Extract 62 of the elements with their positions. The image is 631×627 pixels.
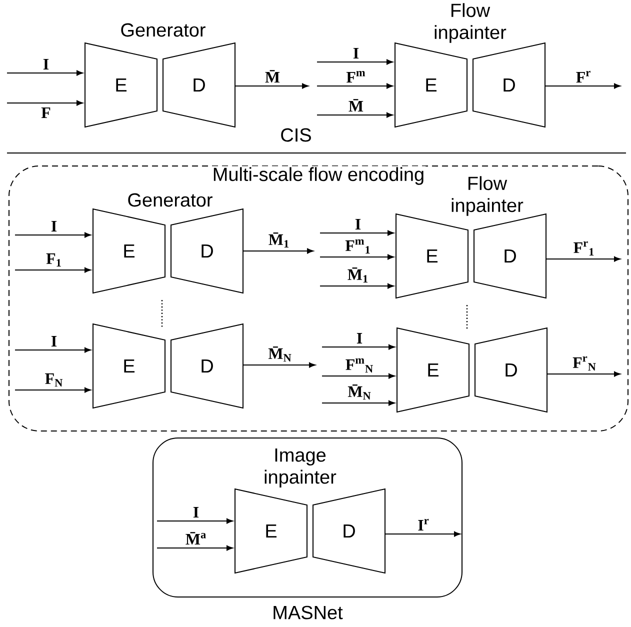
arrow: [320, 283, 394, 289]
edge-label: M̄: [264, 69, 282, 84]
decoder-trapezoid: D: [312, 488, 386, 574]
arrow: [316, 59, 393, 65]
edge-label: F$_{N}$: [44, 372, 64, 388]
decoder-trapezoid: D: [170, 323, 244, 409]
arrow: [14, 387, 91, 393]
module-title: Generator: [121, 23, 206, 37]
edge-label: F$_{1}$: [45, 252, 63, 268]
arrow: [14, 347, 91, 353]
edge-label: F$^{r}$N: [572, 355, 598, 372]
arrow: [243, 248, 314, 254]
edge-label: I: [50, 220, 58, 232]
arrow: [546, 256, 620, 262]
arrow: [243, 362, 316, 368]
decoder-trapezoid: D: [472, 42, 546, 128]
arrow: [14, 232, 91, 238]
edge-label: M̄$^{a}$: [184, 531, 208, 546]
edge-label: M̄$_{1}$: [267, 231, 291, 248]
arrow: [547, 371, 620, 377]
edge-label: I$^{r}$: [416, 518, 430, 532]
arrow: [320, 230, 394, 236]
module-title: Flow inpainter: [452, 176, 524, 216]
arrow: [316, 83, 393, 89]
edge-label: F$^{m}$N: [344, 357, 375, 374]
edge-label: I: [355, 332, 364, 344]
edge-label: F$^{r}$1: [572, 240, 596, 256]
module-title: CIS: [281, 128, 311, 142]
arrow: [322, 344, 395, 350]
arrow: [6, 100, 83, 106]
edge-label: F$^{m}$1: [344, 238, 372, 254]
module-title: Image inpainter: [264, 448, 336, 488]
edge-label: M̄$_{N}$: [346, 383, 372, 400]
node-label: MASNet: [274, 606, 343, 620]
arrow: [316, 112, 393, 118]
edge-label: I: [50, 335, 58, 348]
arrow: [235, 83, 308, 89]
decoder-trapezoid: D: [162, 42, 236, 128]
edge-label: F: [40, 106, 52, 119]
arrow: [156, 518, 233, 524]
arrow: [156, 545, 233, 551]
arrow: [322, 400, 395, 406]
decoder-trapezoid: D: [170, 208, 244, 294]
edge-label: F$^{r}$: [574, 70, 592, 84]
arrow: [14, 267, 91, 273]
module-title: Flow inpainter: [434, 3, 506, 43]
edge-label: M̄: [347, 98, 365, 112]
decoder-trapezoid: D: [474, 213, 546, 299]
arrow: [6, 70, 83, 76]
arrow: [320, 254, 394, 260]
edge-label: I: [352, 47, 360, 60]
edge-label: I: [354, 218, 362, 230]
edge-label: M̄$_{N}$: [267, 345, 293, 362]
edge-label: I: [42, 58, 50, 70]
decoder-trapezoid: D: [474, 327, 548, 413]
arrow: [545, 83, 620, 89]
arrow: [385, 531, 460, 537]
edge-label: M̄$_{1}$: [346, 266, 370, 284]
edge-label: I: [192, 506, 200, 518]
arrow: [322, 373, 395, 379]
module-title: Generator: [128, 193, 212, 207]
edge-label: F$^{m}$: [345, 70, 367, 84]
